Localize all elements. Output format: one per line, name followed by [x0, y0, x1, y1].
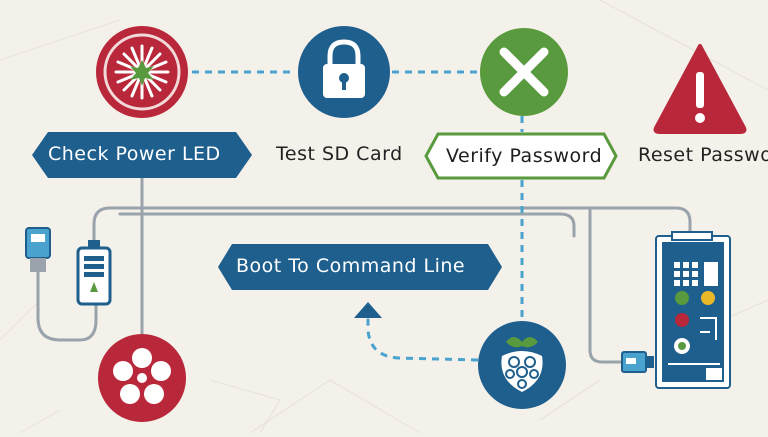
reset-password-label: Reset Passwor: [638, 144, 768, 166]
dash-raspberry-to-arrow: [366, 318, 479, 362]
flower-icon: [98, 334, 186, 422]
line-connector: [588, 208, 626, 364]
line-rail-second: [118, 212, 576, 238]
usb-cable-icon: [25, 227, 51, 272]
test-sd-card-label: Test SD Card: [276, 143, 403, 165]
connector-plug-icon: [621, 351, 654, 373]
connector-lines: [36, 176, 692, 364]
line-rail-top: [92, 206, 692, 248]
circuit-board-icon: [655, 231, 731, 389]
check-power-led-banner: [32, 132, 252, 178]
warning-triangle-icon: [653, 44, 747, 134]
x-mark-icon: [480, 28, 568, 116]
boot-to-command-line-label: Boot To Command Line: [236, 255, 466, 277]
arrow-up-icon: [354, 302, 382, 318]
led-burst-icon: [96, 26, 188, 118]
check-power-led-label: Check Power LED: [48, 143, 221, 165]
verify-password-box: [424, 132, 618, 180]
raspberry-pi-icon: [478, 321, 566, 409]
verify-password-label: Verify Password: [446, 145, 603, 167]
battery-icon: [76, 240, 112, 306]
padlock-icon: [298, 26, 390, 118]
dashed-lines: [192, 70, 524, 362]
boot-command-line-banner: [218, 244, 502, 290]
line-usb-cable: [36, 268, 98, 342]
